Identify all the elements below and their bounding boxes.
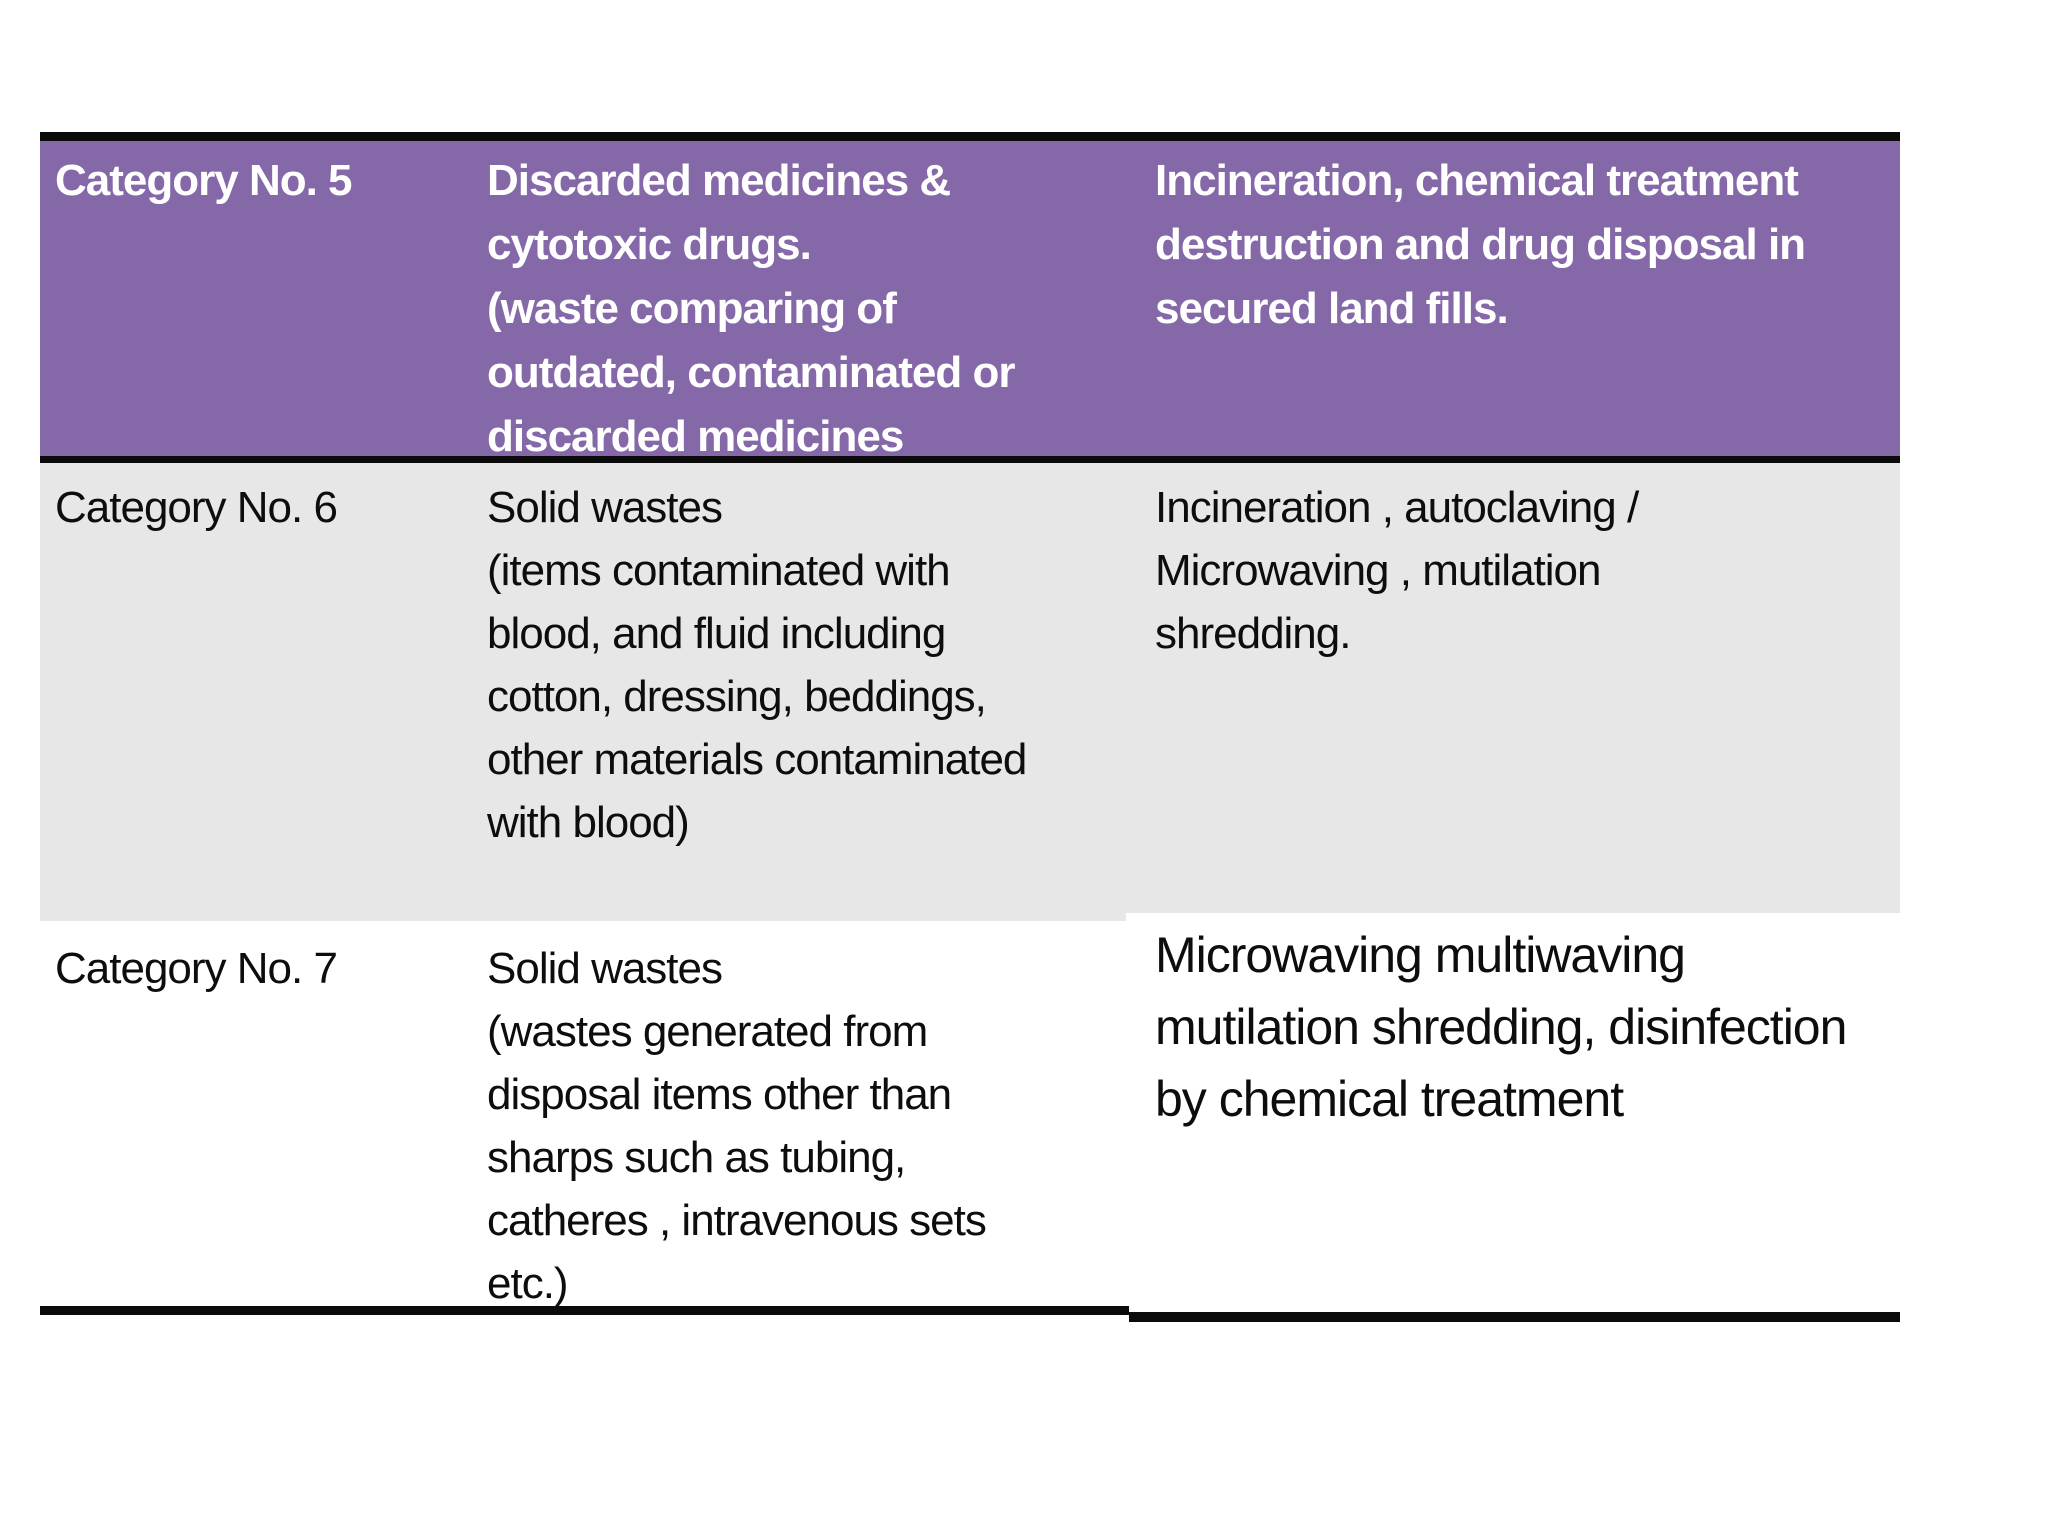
row-7-treatment-cell: Microwaving multiwaving mutilation shred… <box>1155 927 1847 1127</box>
row-7-category-cell: Category No. 7 <box>55 944 338 993</box>
table-top-border <box>40 132 1900 141</box>
row-7-description-cell: Solid wastes (wastes generated from disp… <box>487 944 987 1308</box>
row-6-background-right <box>1126 463 1900 913</box>
header-divider <box>40 456 1900 463</box>
header-category-cell: Category No. 5 <box>55 156 353 205</box>
row-6-treatment-cell: Incineration , autoclaving / Microwaving… <box>1155 483 1639 658</box>
header-description-cell: Discarded medicines & cytotoxic drugs. (… <box>487 156 1015 461</box>
table-header-row <box>40 141 1900 456</box>
row-6-category-cell: Category No. 6 <box>55 483 338 532</box>
table-bottom-border-left <box>40 1306 1129 1315</box>
row-6-description-cell: Solid wastes (items contaminated with bl… <box>487 483 1027 847</box>
header-treatment-cell: Incineration, chemical treatment destruc… <box>1155 156 1806 333</box>
table-bottom-border-right <box>1129 1312 1900 1322</box>
row-6-background-left <box>40 463 1126 921</box>
